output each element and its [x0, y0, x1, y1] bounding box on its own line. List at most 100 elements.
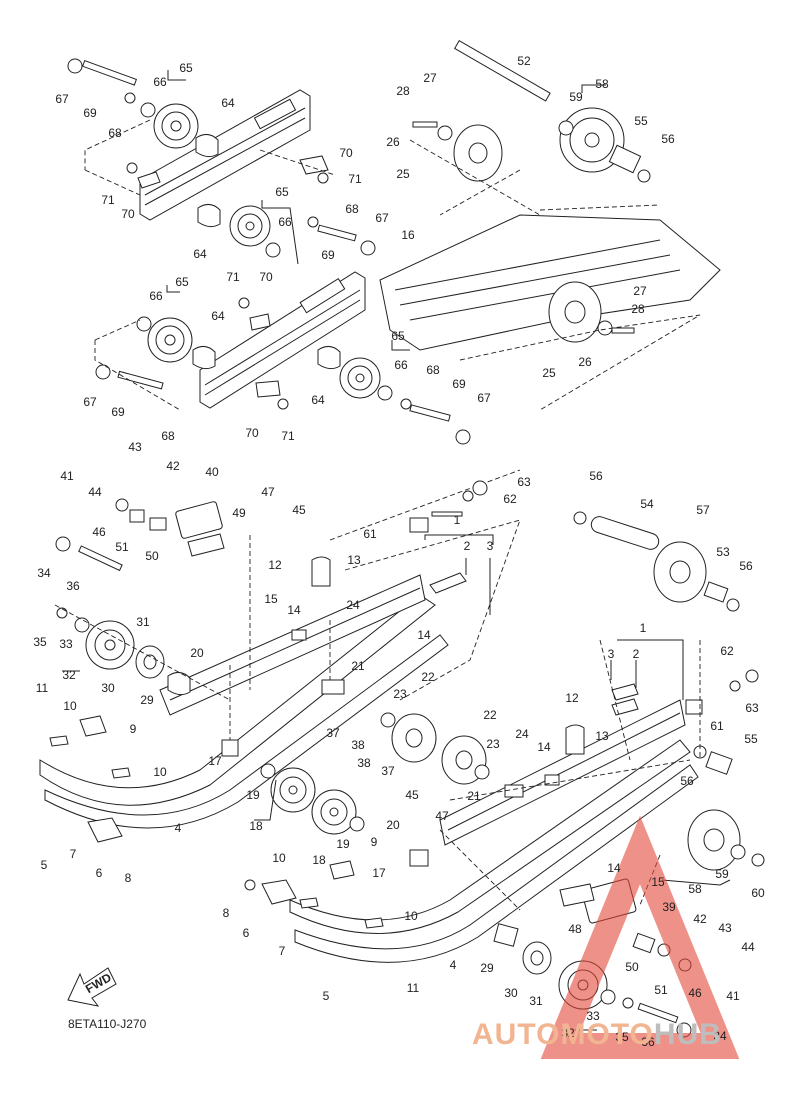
- callout-61: 61: [363, 527, 377, 541]
- callout-14: 14: [417, 628, 431, 642]
- callout-18: 18: [312, 853, 326, 867]
- callout-58: 58: [595, 77, 609, 91]
- callout-11: 11: [36, 681, 49, 695]
- watermark-triangle-icon: [540, 815, 740, 1059]
- callout-42: 42: [166, 459, 180, 473]
- callout-57: 57: [696, 503, 710, 517]
- callout-21: 21: [351, 659, 365, 673]
- callout-37: 37: [381, 764, 395, 778]
- callout-62: 62: [503, 492, 517, 506]
- callout-56: 56: [680, 774, 694, 788]
- callout-70: 70: [121, 207, 135, 221]
- callout-5: 5: [41, 858, 48, 872]
- callout-65: 65: [275, 185, 289, 199]
- callout-71: 71: [281, 429, 295, 443]
- callout-23: 23: [486, 737, 500, 751]
- callout-20: 20: [386, 818, 400, 832]
- callout-68: 68: [108, 126, 122, 140]
- callout-7: 7: [279, 944, 286, 958]
- callout-65: 65: [175, 275, 189, 289]
- callout-47: 47: [261, 485, 275, 499]
- watermark-logo: AUTOMOTOHUB: [472, 1018, 722, 1052]
- callout-64: 64: [193, 247, 207, 261]
- callout-25: 25: [396, 167, 410, 181]
- callout-56: 56: [739, 559, 753, 573]
- callout-5: 5: [323, 989, 330, 1003]
- figure-code: 8ETA110-J270: [68, 1017, 147, 1031]
- callout-46: 46: [688, 986, 702, 1000]
- callout-54: 54: [640, 497, 654, 511]
- callout-20: 20: [190, 646, 204, 660]
- callout-64: 64: [311, 393, 325, 407]
- callout-35: 35: [615, 1030, 629, 1044]
- callout-36: 36: [66, 579, 80, 593]
- callout-4: 4: [450, 958, 457, 972]
- callout-39: 39: [662, 900, 676, 914]
- callout-33: 33: [59, 637, 73, 651]
- callout-37: 37: [326, 726, 340, 740]
- callout-23: 23: [393, 687, 407, 701]
- callout-16: 16: [401, 228, 415, 242]
- callout-18: 18: [249, 819, 263, 833]
- callout-14: 14: [607, 861, 621, 875]
- callout-35: 35: [33, 635, 47, 649]
- callout-numbers: 6769686665647071717064656668676927282625…: [33, 54, 765, 1049]
- callout-19: 19: [246, 788, 260, 802]
- callout-71: 71: [226, 270, 240, 284]
- callout-24: 24: [515, 727, 529, 741]
- callout-67: 67: [55, 92, 69, 106]
- callout-65: 65: [391, 329, 405, 343]
- watermark-text-1: AUTOMOTO: [472, 1018, 654, 1051]
- callout-31: 31: [529, 994, 543, 1008]
- callout-17: 17: [208, 754, 222, 768]
- callout-11: 11: [407, 981, 420, 995]
- callout-56: 56: [589, 469, 603, 483]
- callout-68: 68: [161, 429, 175, 443]
- callout-2: 2: [464, 539, 471, 553]
- callout-27: 27: [423, 71, 437, 85]
- callout-69: 69: [452, 377, 466, 391]
- callout-12: 12: [268, 558, 282, 572]
- callout-22: 22: [483, 708, 497, 722]
- callout-33: 33: [586, 1009, 600, 1023]
- callout-14: 14: [287, 603, 301, 617]
- callout-26: 26: [578, 355, 592, 369]
- callout-13: 13: [347, 553, 361, 567]
- callout-47: 47: [435, 809, 449, 823]
- callout-63: 63: [517, 475, 531, 489]
- callout-60: 60: [751, 886, 765, 900]
- callout-9: 9: [130, 722, 137, 736]
- callout-59: 59: [569, 90, 583, 104]
- callout-69: 69: [83, 106, 97, 120]
- callout-26: 26: [386, 135, 400, 149]
- callout-41: 41: [60, 469, 74, 483]
- callout-51: 51: [654, 983, 668, 997]
- callout-38: 38: [357, 756, 371, 770]
- callout-40: 40: [205, 465, 219, 479]
- callout-1: 1: [454, 513, 461, 527]
- callout-32: 32: [561, 1026, 575, 1040]
- callout-59: 59: [715, 867, 729, 881]
- callout-50: 50: [625, 960, 639, 974]
- callout-14: 14: [537, 740, 551, 754]
- callout-55: 55: [634, 114, 648, 128]
- callout-66: 66: [278, 215, 292, 229]
- callout-68: 68: [345, 202, 359, 216]
- callout-8: 8: [223, 906, 230, 920]
- callout-43: 43: [128, 440, 142, 454]
- callout-55: 55: [744, 732, 758, 746]
- callout-29: 29: [480, 961, 494, 975]
- callout-66: 66: [149, 289, 163, 303]
- callout-10: 10: [272, 851, 286, 865]
- callout-69: 69: [321, 248, 335, 262]
- callout-71: 71: [348, 172, 362, 186]
- callout-64: 64: [211, 309, 225, 323]
- callout-31: 31: [136, 615, 150, 629]
- callout-42: 42: [693, 912, 707, 926]
- callout-44: 44: [741, 940, 755, 954]
- callout-1: 1: [640, 621, 647, 635]
- callout-28: 28: [396, 84, 410, 98]
- callout-7: 7: [70, 847, 77, 861]
